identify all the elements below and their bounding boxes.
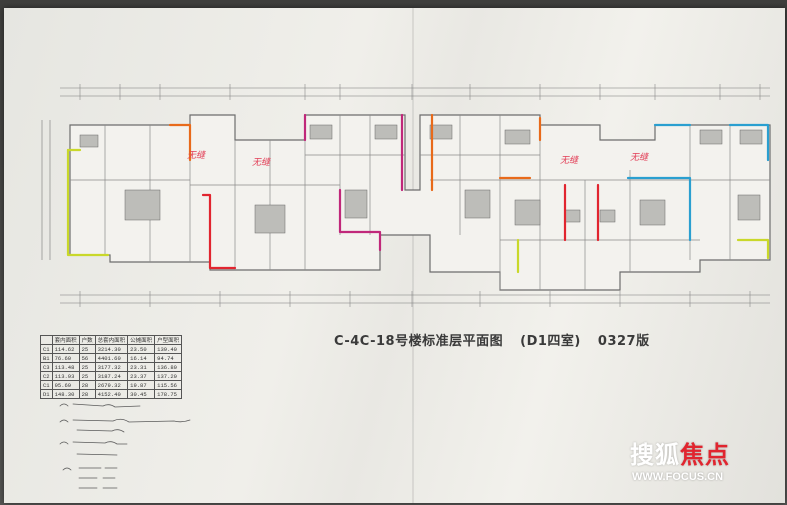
table-cell: 28: [78, 380, 96, 390]
table-row: C1 114.62 25 3214.30 23.50 139.40: [40, 344, 183, 354]
table-cell: 115.56: [154, 380, 183, 390]
table-cell: 4401.60: [94, 353, 129, 363]
table-cell: B1: [40, 353, 53, 363]
table-cell: 94.74: [154, 353, 183, 363]
table-cell: 113.93: [51, 371, 80, 381]
table-header-cell: 公摊面积: [127, 335, 156, 345]
table-row: C1 95.69 28 2679.32 19.87 115.56: [40, 380, 183, 390]
table-cell: 3177.32: [94, 362, 129, 372]
plan-title-code: C-4C-18号楼标准层平面图: [334, 334, 504, 349]
watermark-url: WWW.FOCUS.CN: [632, 471, 724, 483]
table-cell: C1: [40, 380, 53, 390]
table-cell: 23.31: [127, 362, 156, 372]
table-cell: 114.62: [51, 344, 80, 354]
table-cell: 25: [78, 371, 96, 381]
table-row: B1 76.60 56 4401.60 16.14 94.74: [40, 353, 183, 363]
table-cell: 139.40: [154, 344, 183, 354]
table-header-cell: 总套内面积: [94, 335, 129, 345]
table-cell: C3: [40, 362, 53, 372]
table-row: C2 113.93 25 3187.24 23.37 137.20: [40, 371, 183, 381]
table-cell: D1: [40, 389, 53, 399]
table-cell: 136.80: [154, 362, 183, 372]
table-cell: 25: [78, 362, 96, 372]
table-cell: C1: [40, 344, 53, 354]
table-cell: 137.20: [154, 371, 183, 381]
table-row: D1 148.30 28 4152.40 30.45 178.75: [40, 389, 183, 399]
plan-title-room: (D1四室): [520, 334, 581, 349]
table-cell: 28: [78, 389, 96, 399]
sohu-focus-watermark: 搜狐焦点 WWW.FOCUS.CN: [630, 435, 780, 495]
table-cell: 19.87: [127, 380, 156, 390]
table-cell: 3214.30: [94, 344, 129, 354]
table-cell: 25: [78, 344, 96, 354]
table-header-cell: [40, 335, 53, 345]
watermark-brand: 搜狐焦点: [630, 435, 730, 470]
table-cell: 76.60: [51, 353, 80, 363]
paper-fold: [412, 8, 414, 503]
table-row: C3 113.48 25 3177.32 23.31 136.80: [40, 362, 183, 372]
table-cell: 178.75: [154, 389, 183, 399]
plan-title: C-4C-18号楼标准层平面图 (D1四室) 0327版: [334, 330, 662, 349]
red-annotation: 无缝: [252, 158, 271, 168]
plan-title-version: 0327版: [597, 334, 650, 349]
table-cell: 23.37: [127, 371, 156, 381]
table-cell: 16.14: [127, 353, 156, 363]
watermark-brand-white: 搜狐: [630, 441, 680, 469]
handwritten-notes: [59, 403, 191, 489]
table-cell: C2: [40, 371, 53, 381]
table-cell: 95.69: [51, 380, 80, 390]
red-annotation: 无缝: [187, 151, 206, 161]
table-cell: 2679.32: [94, 380, 129, 390]
table-header-cell: 户型面积: [154, 335, 183, 345]
table-header-row: 套内面积 户数 总套内面积 公摊面积 户型面积: [40, 335, 183, 345]
table-cell: 56: [78, 353, 96, 363]
area-table: 套内面积 户数 总套内面积 公摊面积 户型面积 C1 114.62 25 321…: [40, 335, 183, 399]
table-header-cell: 户数: [78, 335, 96, 345]
table-cell: 113.48: [51, 362, 80, 372]
watermark-brand-red: 焦点: [680, 441, 730, 469]
table-cell: 3187.24: [94, 371, 129, 381]
table-header-cell: 套内面积: [51, 335, 80, 345]
red-annotation: 无缝: [630, 153, 649, 163]
table-cell: 23.50: [127, 344, 156, 354]
red-annotation: 无缝: [560, 156, 579, 166]
